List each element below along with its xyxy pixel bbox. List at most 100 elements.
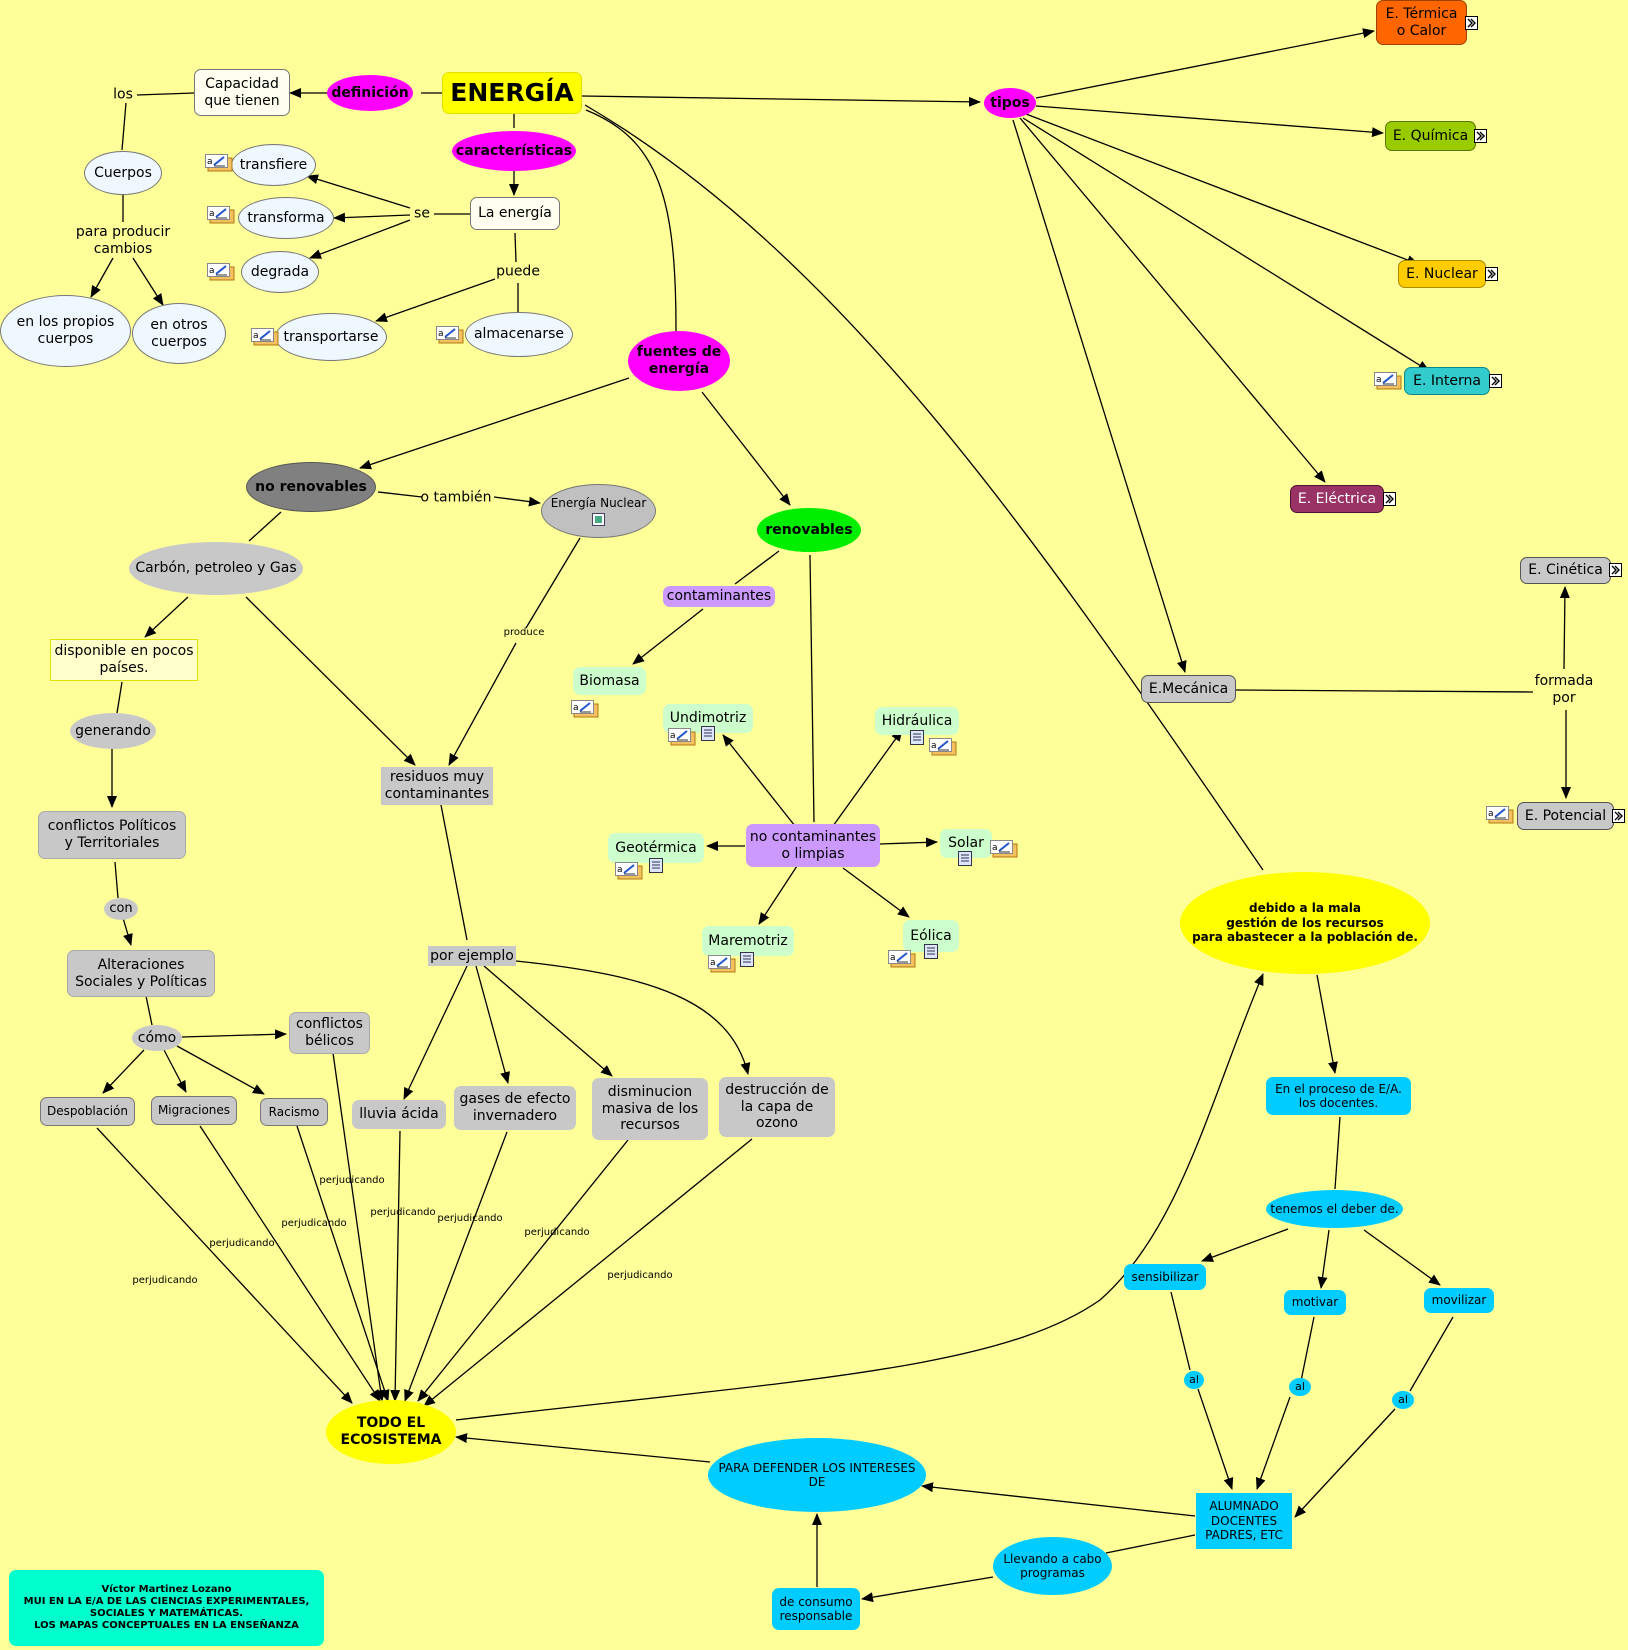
despoblacion-node[interactable]: Despoblación <box>40 1097 135 1126</box>
expand-icon-cinetica[interactable] <box>1609 563 1622 577</box>
biomasa-node[interactable]: Biomasa <box>573 667 646 695</box>
conflictos-politicos-node[interactable]: conflictos Políticos y Territoriales <box>38 811 186 859</box>
conflictos-belicos-node[interactable]: conflictos bélicos <box>289 1012 370 1054</box>
note-icon-transforma[interactable]: a <box>207 206 235 224</box>
la-energia-node[interactable]: La energía <box>470 197 560 230</box>
expand-icon-nuclear[interactable] <box>1485 267 1498 281</box>
defender-node[interactable]: PARA DEFENDER LOS INTERESES DE <box>708 1438 926 1512</box>
svg-text:a: a <box>207 157 213 167</box>
note-icon-geotermica[interactable]: a <box>615 862 643 880</box>
mecanica-node[interactable]: E.Mecánica <box>1141 675 1236 703</box>
note-icon-undimotriz[interactable]: a <box>668 728 696 746</box>
lluvia-node[interactable]: lluvia ácida <box>352 1100 446 1129</box>
perjudicando-label-4: perjudicando <box>319 1175 385 1186</box>
gases-node[interactable]: gases de efecto invernadero <box>454 1086 576 1130</box>
proceso-node[interactable]: En el proceso de E/A. los docentes. <box>1266 1077 1411 1115</box>
generando-node[interactable]: generando <box>70 713 156 749</box>
capacidad-node[interactable]: Capacidad que tienen <box>194 69 290 116</box>
al-node-3[interactable]: al <box>1392 1391 1414 1409</box>
cinetica-node[interactable]: E. Cinética <box>1520 557 1611 584</box>
no-renovables-node[interactable]: no renovables <box>246 462 376 512</box>
racismo-node[interactable]: Racismo <box>260 1098 328 1126</box>
transforma-node[interactable]: transforma <box>238 197 334 239</box>
note-icon-almacenarse[interactable]: a <box>436 326 464 344</box>
expand-icon-potencial[interactable] <box>1612 809 1625 823</box>
disponible-node[interactable]: disponible en pocos países. <box>50 639 198 681</box>
note-icon-biomasa[interactable]: a <box>571 700 599 718</box>
note-icon-solar[interactable]: a <box>990 840 1018 858</box>
transportarse-node[interactable]: transportarse <box>275 313 387 361</box>
cuerpos-node[interactable]: Cuerpos <box>84 151 162 195</box>
svg-text:a: a <box>931 741 937 751</box>
fuentes-node[interactable]: fuentes de energía <box>628 331 730 391</box>
propios-node[interactable]: en los propios cuerpos <box>0 295 131 367</box>
termica-node[interactable]: E. Térmica o Calor <box>1376 0 1467 45</box>
transfiere-node[interactable]: transfiere <box>231 144 316 186</box>
doc-icon-eolica[interactable] <box>924 944 938 959</box>
definicion-node[interactable]: definición <box>327 75 413 111</box>
note-icon-transfiere[interactable]: a <box>205 154 233 172</box>
carbon-node[interactable]: Carbón, petroleo y Gas <box>129 542 303 595</box>
energia-nuclear-source-node[interactable]: Energía Nuclear <box>541 484 656 538</box>
credits-box: Víctor Martinez Lozano MUI EN LA E/A DE … <box>9 1570 324 1646</box>
doc-icon-hidraulica[interactable] <box>910 730 924 745</box>
note-icon-maremotriz[interactable]: a <box>708 955 736 973</box>
al-node-1[interactable]: al <box>1184 1371 1204 1389</box>
degrada-node[interactable]: degrada <box>241 251 319 293</box>
interna-node[interactable]: E. Interna <box>1404 367 1490 395</box>
puede-label: puede <box>496 263 540 280</box>
expand-icon-termica[interactable] <box>1465 16 1478 30</box>
deber-node[interactable]: tenemos el deber de. <box>1266 1190 1403 1228</box>
alumnado-node[interactable]: ALUMNADO DOCENTES PADRES, ETC <box>1196 1493 1292 1549</box>
doc-icon-maremotriz[interactable] <box>740 952 754 967</box>
expand-icon-quimica[interactable] <box>1474 129 1487 143</box>
expand-icon-interna[interactable] <box>1489 374 1502 388</box>
renovables-node[interactable]: renovables <box>757 508 861 552</box>
caracteristicas-node[interactable]: características <box>452 131 576 171</box>
image-resource-icon[interactable] <box>592 513 605 527</box>
motivar-node[interactable]: motivar <box>1284 1290 1346 1315</box>
electrica-node[interactable]: E. Eléctrica <box>1290 485 1384 513</box>
con-node[interactable]: con <box>104 898 138 920</box>
doc-icon-geotermica[interactable] <box>649 858 663 873</box>
note-icon-interna[interactable]: a <box>1374 372 1402 390</box>
energia-node[interactable]: ENERGÍA <box>442 72 582 114</box>
potencial-node[interactable]: E. Potencial <box>1517 802 1614 830</box>
movilizar-node[interactable]: movilizar <box>1424 1288 1494 1313</box>
destruccion-node[interactable]: destrucción de la capa de ozono <box>719 1077 835 1137</box>
note-icon-hidraulica[interactable]: a <box>929 738 957 756</box>
como-node[interactable]: cómo <box>132 1025 182 1051</box>
ecosistema-node[interactable]: TODO EL ECOSISTEMA <box>326 1400 456 1464</box>
sensibilizar-node[interactable]: sensibilizar <box>1124 1264 1206 1290</box>
svg-text:a: a <box>1488 809 1494 819</box>
disminucion-node[interactable]: disminucion masiva de los recursos <box>592 1078 708 1140</box>
contaminantes-node[interactable]: contaminantes <box>663 586 775 607</box>
doc-icon-undimotriz[interactable] <box>701 726 715 741</box>
los-label: los <box>113 86 133 103</box>
nuclear-node[interactable]: E. Nuclear <box>1398 260 1486 288</box>
al-node-2[interactable]: al <box>1289 1378 1311 1396</box>
se-label: se <box>414 205 430 222</box>
debido-node[interactable]: debido a la mala gestión de los recursos… <box>1180 872 1430 974</box>
perjudicando-label-1: perjudicando <box>132 1275 198 1286</box>
maremotriz-node[interactable]: Maremotriz <box>702 926 794 956</box>
migraciones-node[interactable]: Migraciones <box>151 1096 237 1125</box>
note-icon-transportarse[interactable]: a <box>251 328 279 346</box>
consumo-node[interactable]: de consumo responsable <box>772 1588 860 1630</box>
llevando-node[interactable]: Llevando a cabo programas <box>993 1537 1112 1595</box>
expand-icon-electrica[interactable] <box>1383 492 1396 506</box>
perjudicando-label-3: perjudicando <box>281 1218 347 1229</box>
quimica-node[interactable]: E. Química <box>1385 121 1476 151</box>
residuos-node[interactable]: residuos muy contaminantes <box>381 767 493 805</box>
tipos-node[interactable]: tipos <box>984 88 1036 118</box>
otros-node[interactable]: en otros cuerpos <box>132 303 226 364</box>
alteraciones-node[interactable]: Alteraciones Sociales y Políticas <box>67 950 215 997</box>
almacenarse-node[interactable]: almacenarse <box>465 312 573 357</box>
no-contaminantes-node[interactable]: no contaminantes o limpias <box>746 824 880 867</box>
doc-icon-solar[interactable] <box>958 851 972 866</box>
note-icon-degrada[interactable]: a <box>207 263 235 281</box>
note-icon-eolica[interactable]: a <box>888 950 916 968</box>
por-ejemplo-node[interactable]: por ejemplo <box>428 946 516 966</box>
svg-text:a: a <box>617 865 623 875</box>
note-icon-potencial[interactable]: a <box>1486 806 1514 824</box>
